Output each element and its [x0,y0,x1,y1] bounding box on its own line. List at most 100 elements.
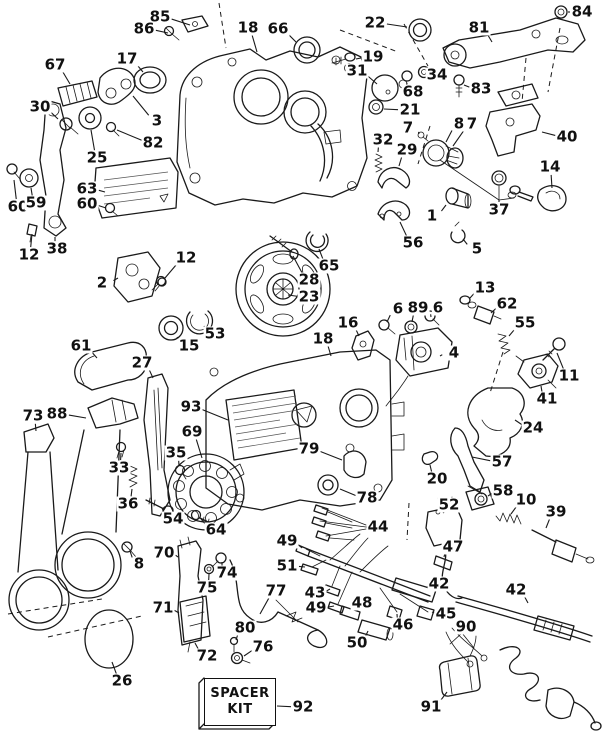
retainer-56 [377,200,411,221]
nut-75 [203,563,215,575]
part-label-72: 72 [195,646,219,665]
part-label-24: 24 [521,418,545,437]
part-label-15: 15 [177,336,201,355]
part-label-7: 7 [465,114,479,133]
handle-88-shaft [54,429,122,599]
screw-80 [229,636,239,653]
part-label-66: 66 [266,19,290,38]
screw-30 [59,117,79,135]
grommet-66 [293,36,321,64]
screw-35 [174,464,187,480]
part-label-52: 52 [437,495,461,514]
part-label-41: 41 [535,389,559,408]
spacer-kit-line2: KIT [227,702,253,717]
part-label-10: 10 [514,490,538,509]
lever-27 [143,373,171,517]
part-label-88: 88 [45,404,69,423]
phantom-lines [7,2,561,638]
part-label-69: 69 [180,422,204,441]
upper-housing [176,46,368,206]
cable-42 [455,595,593,643]
part-label-57: 57 [490,452,514,471]
screw-33 [115,441,127,459]
spring-32 [374,153,383,173]
part-label-44: 44 [366,517,390,536]
bracket-16 [351,330,375,361]
lower-housing [205,349,405,511]
handle-73 [8,423,70,631]
part-label-22: 22 [363,13,387,32]
part-label-73: 73 [21,406,45,425]
part-label-1: 1 [425,206,439,225]
clip-20 [421,450,439,466]
part-label-42: 42 [427,574,451,593]
knob-61 [74,341,147,391]
key-switch-8-7 [422,139,534,202]
part-label-65: 65 [317,256,341,275]
part-label-32: 32 [371,130,395,149]
part-label-18: 18 [236,18,260,37]
part-label-12: 12 [17,245,41,264]
part-label-83: 83 [469,79,493,98]
part-label-36: 36 [116,494,140,513]
arm-81 [442,17,586,69]
part-label-40: 40 [555,127,579,146]
part-label-26: 26 [110,671,134,690]
fitting-41 [515,353,559,389]
clip-29 [377,167,411,189]
screw-8-bottom [121,541,137,558]
part-label-58: 58 [491,481,515,500]
part-label-39: 39 [544,502,568,521]
part-label-6: 6 [391,299,405,318]
part-label-49: 49 [304,598,328,617]
part-label-51: 51 [275,556,299,575]
spring-36 [128,465,138,488]
part-label-50: 50 [345,633,369,652]
part-label-13: 13 [473,278,497,297]
part-label-85: 85 [148,7,172,26]
part-label-71: 71 [151,598,175,617]
screw-82 [105,121,120,137]
pin-12-left [26,223,38,243]
bracket-40 [485,83,541,157]
gear-23 [235,241,331,337]
part-label-31: 31 [345,61,369,80]
part-label-74: 74 [215,563,239,582]
relay-70-72 [177,536,211,653]
part-label-60: 60 [6,197,30,216]
screw-6-left [378,319,396,335]
part-label-48: 48 [350,593,374,612]
part-label-86: 86 [132,19,156,38]
part-label-93: 93 [179,397,203,416]
ellipse-26 [84,609,134,669]
part-label-8: 8 [452,114,466,133]
bushing-13 [459,295,477,309]
part-label-29: 29 [395,140,419,159]
washer-59 [19,168,39,188]
grommet-22 [408,18,432,42]
part-label-46: 46 [391,615,415,634]
part-label-8: 8 [132,554,146,573]
part-label-84: 84 [570,2,594,21]
screw-19 [331,52,356,66]
part-label-55: 55 [513,313,537,332]
clamp-5 [450,221,466,244]
part-label-75: 75 [195,578,219,597]
part-label-33: 33 [107,458,131,477]
nut-84 [554,5,568,19]
grip-67 [57,80,98,107]
screw-11 [542,337,566,361]
cap-15 [158,315,184,341]
part-label-89: 89 [406,298,430,317]
capacitor-91 [438,635,481,697]
ring-65 [305,231,329,253]
lever-3 [97,67,136,105]
part-label-23: 23 [297,287,321,306]
part-label-17: 17 [115,49,139,68]
pin-62 [473,305,502,325]
coiled-cord [499,646,602,731]
bracket-2 [113,251,161,303]
part-label-30: 30 [28,97,52,116]
part-label-42: 42 [504,580,528,599]
pin-28 [269,235,299,260]
